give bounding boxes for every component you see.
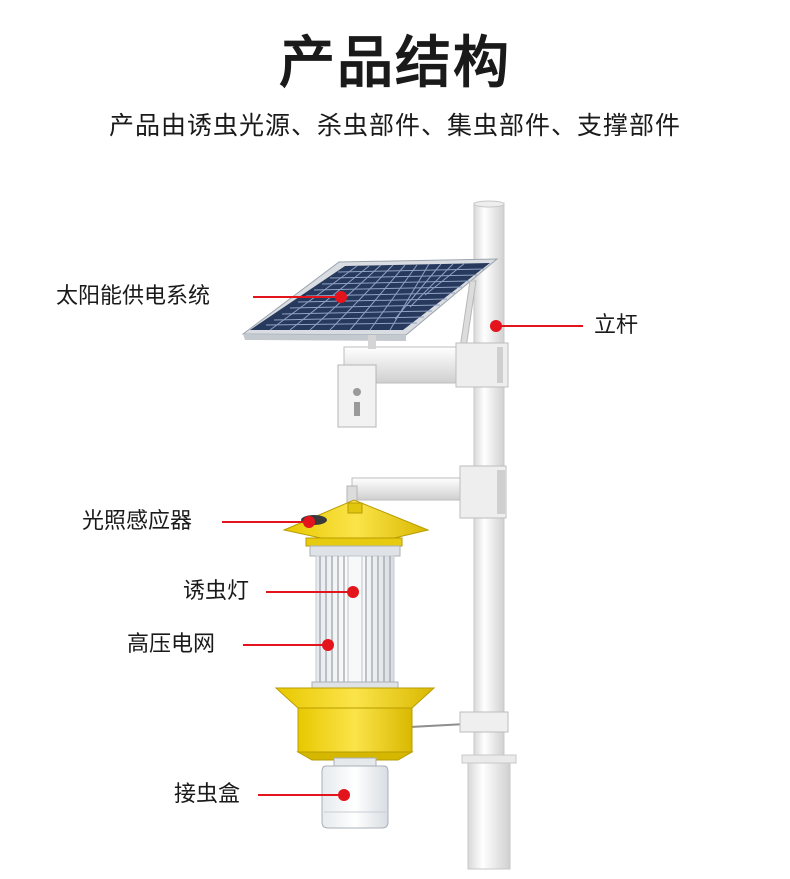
pointer-grid bbox=[243, 639, 334, 651]
pointer-solar bbox=[253, 291, 347, 303]
lamp-arm bbox=[346, 465, 507, 519]
label-insect-lamp: 诱虫灯 bbox=[183, 579, 250, 604]
label-pole: 立杆 bbox=[594, 313, 639, 338]
pole bbox=[461, 200, 517, 870]
pointer-pole bbox=[490, 320, 583, 332]
page-subtitle: 产品由诱虫光源、杀虫部件、集虫部件、支撑部件 bbox=[108, 111, 681, 140]
pointers bbox=[222, 291, 583, 801]
lower-clamp bbox=[409, 711, 509, 733]
pointer-sensor bbox=[222, 516, 315, 528]
insect-trap-lamp bbox=[274, 499, 436, 829]
label-light-sensor: 光照感应器 bbox=[82, 509, 193, 534]
pointer-lamp bbox=[266, 586, 359, 598]
page-title: 产品结构 bbox=[279, 31, 511, 96]
solar-panel bbox=[241, 258, 509, 428]
pointer-box bbox=[258, 789, 350, 801]
label-insect-collection-box: 接虫盒 bbox=[174, 782, 241, 807]
label-high-voltage-grid: 高压电网 bbox=[127, 632, 216, 657]
label-solar-power-system: 太阳能供电系统 bbox=[56, 284, 211, 309]
